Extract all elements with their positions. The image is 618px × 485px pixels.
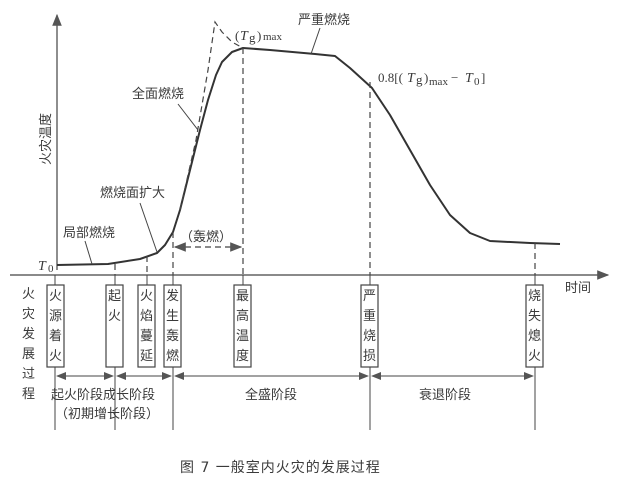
svg-text:燃: 燃 [166, 348, 179, 364]
svg-text:发: 发 [22, 326, 35, 342]
svg-text:火: 火 [528, 349, 541, 364]
svg-text:火: 火 [22, 287, 35, 302]
svg-text:max: max [263, 31, 282, 43]
event-flame-spread: 火 焰 蔓 延 [137, 275, 156, 368]
stage-fully-developed-label: 全盛阶段 [245, 387, 297, 403]
svg-text:T: T [240, 29, 249, 44]
svg-text:源: 源 [49, 309, 62, 324]
severe-burning-leader [310, 27, 321, 55]
svg-text:度: 度 [236, 348, 249, 364]
svg-text:灾: 灾 [22, 306, 35, 322]
surface-expand-label: 燃烧面扩大 [100, 185, 165, 201]
svg-text:g: g [416, 72, 423, 87]
figure-caption: 图 7 一般室内火灾的发展过程 [180, 459, 381, 476]
svg-text:蔓: 蔓 [140, 329, 153, 344]
event-flashover-occurs: 发 生 轰 燃 [163, 275, 182, 430]
full-burning-label: 全面燃烧 [132, 86, 184, 102]
x-axis-label: 时间 [565, 281, 591, 296]
svg-text:严: 严 [363, 289, 376, 304]
svg-text:发: 发 [166, 288, 179, 304]
svg-text:高: 高 [236, 308, 249, 324]
svg-text:]: ] [481, 70, 485, 85]
svg-text:生: 生 [166, 309, 179, 324]
decay-threshold-label: 0.8[( T g ) max − T 0 ] [378, 70, 485, 88]
svg-text:): ) [257, 28, 261, 43]
y-axis-label: 火灾温度 [38, 113, 54, 165]
stage-ignition-growth-label: 起火阶段成长阶段 [51, 388, 155, 403]
event-burnout: 烧 失 熄 火 [525, 275, 544, 430]
svg-text:失: 失 [528, 309, 541, 324]
stage-decay-label: 衰退阶段 [419, 387, 471, 403]
svg-text:温: 温 [236, 329, 249, 344]
flashover-dashed-curve [179, 20, 244, 211]
svg-text:火: 火 [49, 289, 62, 304]
t0-label: T [38, 259, 47, 274]
svg-text:烧: 烧 [528, 289, 541, 304]
event-ignite: 起 火 [105, 275, 124, 430]
svg-text:展: 展 [22, 347, 35, 362]
svg-text:焰: 焰 [140, 309, 153, 324]
event-max-temperature: 最 高 温 度 [233, 275, 252, 368]
surface-expand-leader [139, 202, 158, 253]
svg-text:0.8[(: 0.8[( [378, 70, 403, 85]
svg-text:0: 0 [474, 76, 480, 88]
svg-text:起: 起 [108, 289, 121, 304]
svg-text:火: 火 [108, 309, 121, 324]
stage-initial-growth-label: （初期增长阶段） [55, 407, 159, 422]
tg-max-label: ( T g ) max [235, 28, 282, 45]
local-burning-label: 局部燃烧 [63, 225, 115, 241]
event-ignition-source: 火 源 着 火 [46, 275, 65, 430]
t0-subscript: 0 [48, 263, 54, 275]
svg-text:g: g [249, 30, 256, 45]
svg-text:损: 损 [363, 349, 376, 364]
svg-text:过: 过 [22, 367, 35, 382]
local-burning-leader [84, 240, 93, 265]
process-row-label: 火 灾 发 展 过 程 [22, 287, 35, 402]
svg-text:烧: 烧 [363, 329, 376, 344]
svg-text:重: 重 [363, 308, 376, 324]
flashover-label: （轰燃） [180, 229, 232, 245]
svg-text:火: 火 [49, 349, 62, 364]
svg-text:T: T [407, 71, 416, 86]
svg-text:(: ( [235, 28, 239, 43]
svg-text:−: − [451, 70, 458, 85]
full-burning-leader [177, 103, 199, 131]
svg-text:轰: 轰 [166, 328, 179, 344]
svg-text:延: 延 [140, 349, 153, 364]
svg-text:最: 最 [236, 289, 249, 304]
svg-text:T: T [465, 71, 474, 86]
svg-text:熄: 熄 [528, 329, 541, 344]
svg-text:着: 着 [49, 328, 62, 344]
svg-text:max: max [429, 76, 448, 88]
svg-text:): ) [424, 70, 428, 85]
svg-text:火: 火 [140, 289, 153, 304]
svg-text:程: 程 [22, 387, 35, 402]
severe-burning-label: 严重燃烧 [298, 12, 350, 28]
event-severe-damage: 严 重 烧 损 [360, 275, 379, 430]
